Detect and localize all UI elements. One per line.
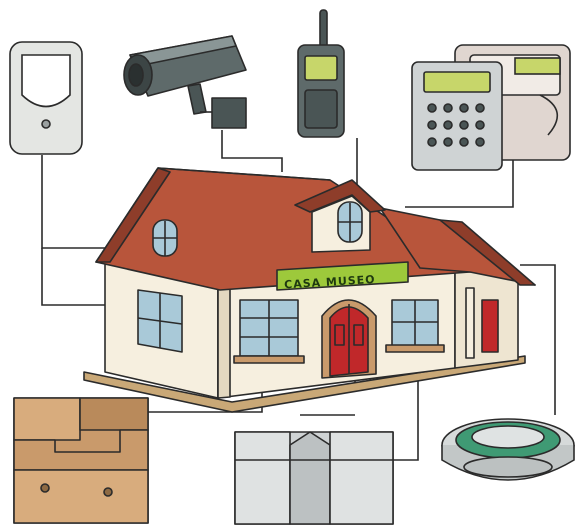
radio-screen <box>305 56 337 80</box>
smoke-detector-center <box>472 426 544 448</box>
keypad-screen <box>424 72 490 92</box>
sensor-center-block <box>290 432 330 524</box>
keypad-icon <box>412 45 570 170</box>
wood-door-knot-2 <box>104 488 112 496</box>
sensor-right-pane <box>330 432 393 524</box>
smoke-detector-grille <box>464 457 552 477</box>
annex-door <box>482 300 498 352</box>
radio-antenna <box>320 10 327 50</box>
security-camera-icon <box>124 36 246 128</box>
radio-speaker <box>305 90 337 128</box>
sensor-left-pane <box>235 432 290 524</box>
walkie-talkie-icon <box>298 10 344 137</box>
camera-wall-plate <box>212 98 246 128</box>
alarm-panel-screen <box>515 58 560 74</box>
front-window-left-sill <box>234 356 304 363</box>
front-window-right-sill <box>386 345 444 352</box>
wood-door-lower <box>14 470 148 523</box>
wood-door-top-right <box>80 398 148 430</box>
motion-sensor-led <box>42 120 50 128</box>
wire-camera <box>222 130 282 172</box>
camera-mount-arm <box>188 84 206 114</box>
house <box>84 168 535 412</box>
motion-sensor-lens <box>22 55 70 107</box>
camera-lens-glass <box>129 64 143 86</box>
motion-sensor-icon <box>10 42 82 154</box>
wall-shade <box>218 285 230 398</box>
smoke-detector-icon <box>442 419 574 480</box>
door-contact-icon <box>14 398 148 523</box>
wood-door-knot-1 <box>41 484 49 492</box>
wire-smoke-detector <box>520 265 555 415</box>
wood-door-top-left <box>14 398 80 440</box>
window-sensor-icon <box>235 432 393 524</box>
annex-pillar <box>466 288 474 358</box>
